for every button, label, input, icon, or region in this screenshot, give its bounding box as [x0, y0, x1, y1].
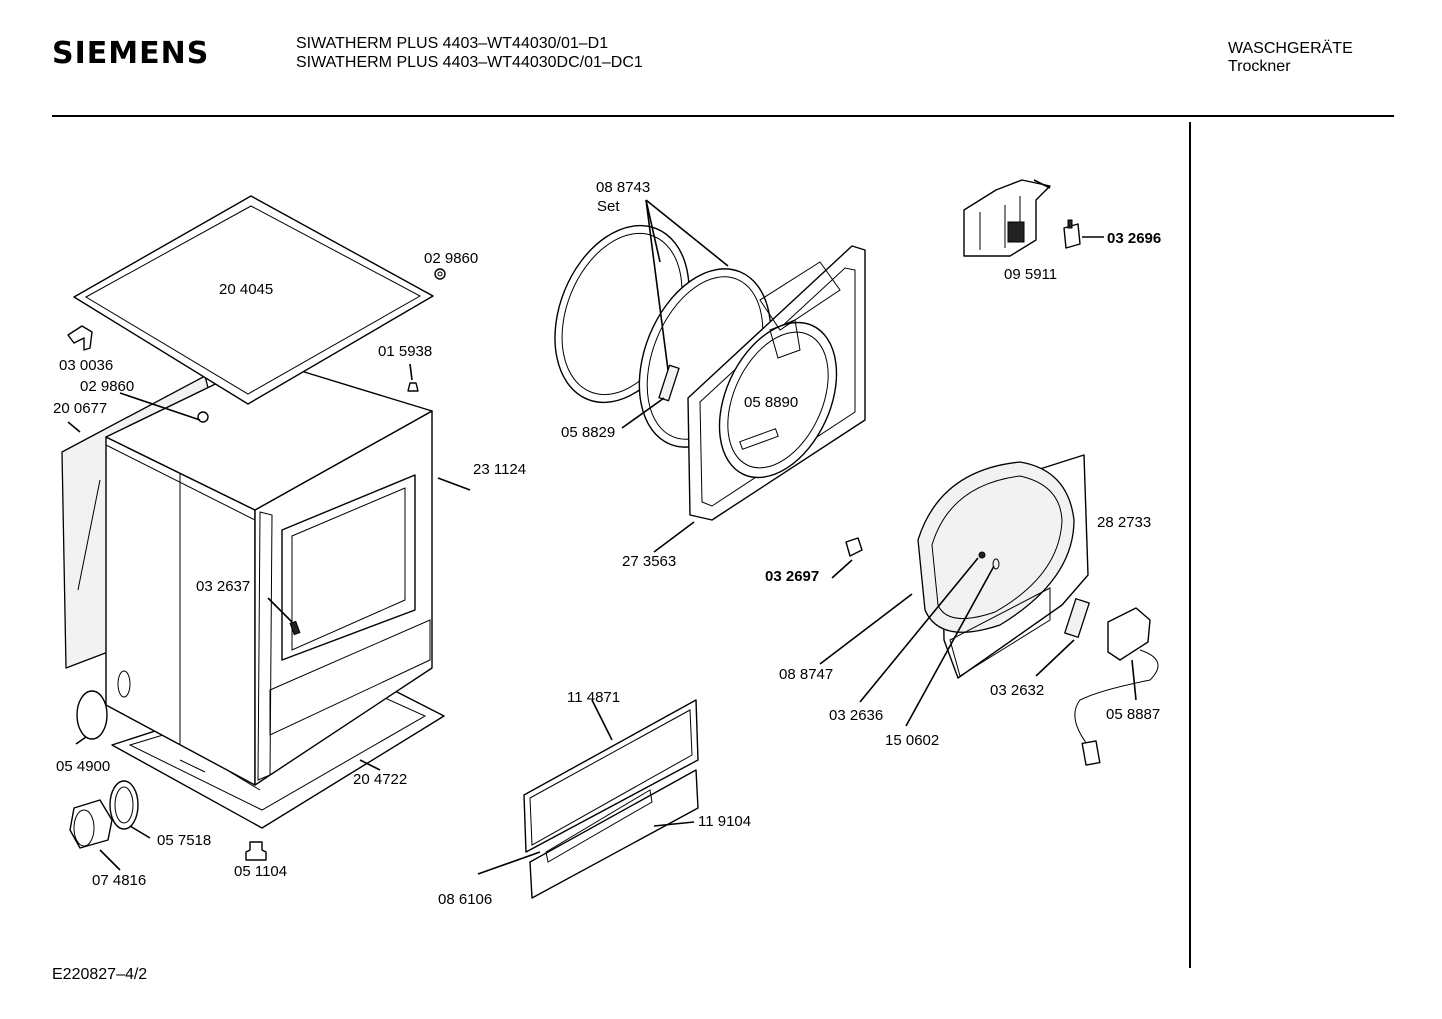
label-foot: 05 1104 — [234, 863, 287, 880]
label-control-panel: 11 4871 — [567, 689, 620, 706]
label-hose-cap: 05 4900 — [56, 758, 110, 775]
hose-cap — [76, 690, 108, 740]
cabinet-top-rim — [105, 359, 433, 511]
label-door-pin: 15 0602 — [885, 732, 939, 749]
model-line-2: SIWATHERM PLUS 4403–WT44030DC/01–DC1 — [296, 54, 643, 71]
part-labels: 20 4045 02 9860 03 0036 01 5938 02 9860 … — [53, 179, 1161, 908]
label-door-screw: 03 2636 — [829, 707, 883, 724]
label-screw-small: 01 5938 — [378, 343, 432, 360]
label-rear-panel: 20 0677 — [53, 400, 107, 417]
felt-strip — [658, 364, 680, 402]
label-gasket-ring: 05 7518 — [157, 832, 211, 849]
label-plinth-trim: 08 6106 — [438, 891, 492, 908]
cabinet-group — [61, 195, 446, 861]
control-panel — [523, 699, 699, 853]
panel-group — [523, 699, 699, 899]
label-drain-connector: 07 4816 — [92, 872, 146, 889]
label-plug-top: 02 9860 — [424, 250, 478, 267]
label-bracket: 03 0036 — [59, 357, 113, 374]
plinth — [529, 769, 699, 899]
screw-small — [407, 382, 419, 392]
label-cabinet: 23 1124 — [473, 461, 526, 478]
door-screw — [978, 551, 986, 559]
label-microswitch: 03 2696 — [1107, 230, 1161, 247]
label-felt-strip: 05 8829 — [561, 424, 615, 441]
microswitch — [1063, 223, 1081, 249]
label-door-seal: 08 8747 — [779, 666, 833, 683]
door-group — [917, 454, 1159, 766]
cabinet-opening — [281, 474, 416, 661]
model-line-1: SIWATHERM PLUS 4403–WT44030/01–D1 — [296, 35, 609, 52]
catch-plate — [1064, 598, 1090, 638]
label-door-lock: 05 8887 — [1106, 706, 1160, 723]
gasket-ring — [109, 780, 139, 830]
label-base-frame: 20 4722 — [353, 771, 407, 788]
label-plug-side: 02 9860 — [80, 378, 134, 395]
lint-switch-housing — [963, 179, 1051, 257]
label-top-cover: 20 4045 — [219, 281, 273, 298]
door-lock — [1107, 607, 1151, 661]
brand-logo: SIEMENS — [52, 36, 210, 71]
label-front-bearing: 05 8890 — [744, 394, 798, 411]
lint-switch-group — [963, 179, 1081, 257]
leader-lines — [67, 179, 1137, 875]
label-connector-small: 03 2697 — [765, 568, 819, 585]
label-seal-set-note: Set — [597, 198, 620, 215]
label-front-frame: 27 3563 — [622, 553, 676, 570]
top-cover — [73, 195, 434, 405]
label-catch-plate: 03 2632 — [990, 682, 1044, 699]
plug-side — [197, 411, 209, 423]
door-seal — [917, 461, 1075, 633]
label-seal-set: 08 8743 — [596, 179, 650, 196]
drain-connector — [69, 799, 113, 849]
category-block: WASCHGERÄTE Trockner — [1228, 40, 1353, 76]
label-plinth: 11 9104 — [698, 813, 751, 830]
category-subtitle: Trockner — [1228, 58, 1291, 75]
model-designations: SIWATHERM PLUS 4403–WT44030/01–D1 SIWATH… — [296, 34, 643, 72]
category-title: WASCHGERÄTE — [1228, 40, 1353, 57]
bracket — [67, 325, 93, 351]
plug-top — [434, 268, 446, 280]
document-id: E220827–4/2 — [52, 966, 148, 983]
drum-front-group — [554, 224, 866, 521]
connector-small — [845, 537, 863, 557]
label-clip-inner: 03 2637 — [196, 578, 250, 595]
foot — [245, 841, 267, 861]
label-door-frame: 28 2733 — [1097, 514, 1151, 531]
label-lint-switch: 09 5911 — [1004, 266, 1057, 283]
door-pin — [992, 558, 1000, 570]
lock-plug — [1081, 740, 1101, 766]
